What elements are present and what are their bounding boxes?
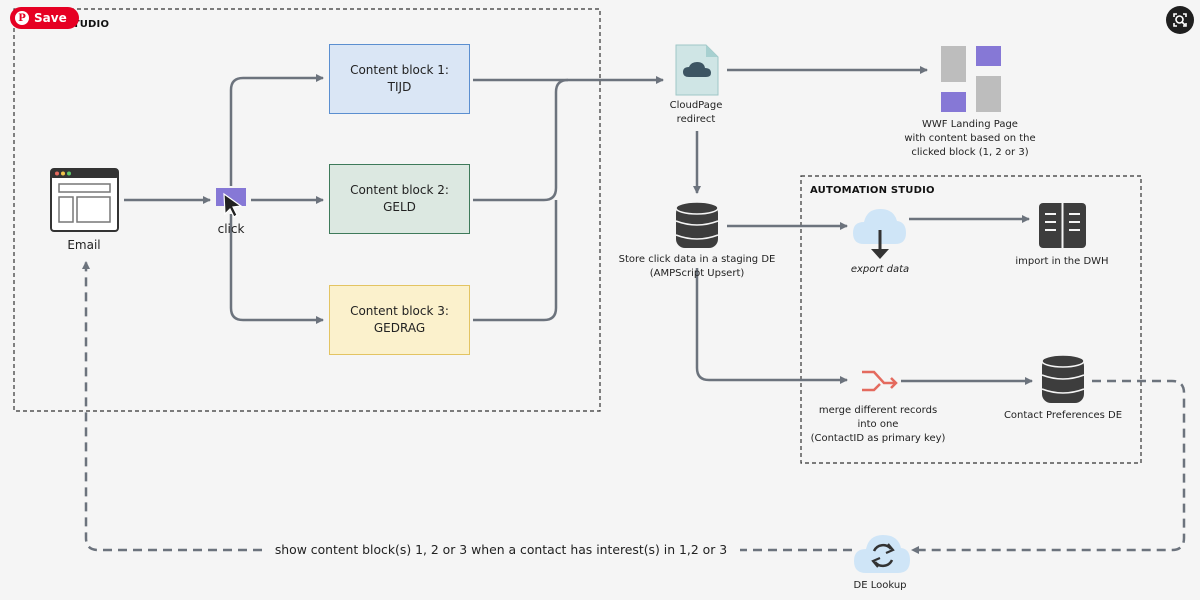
content-block-3: Content block 3: GEDRAG xyxy=(329,285,470,355)
loop-label-to-email xyxy=(82,261,262,552)
cloudpage-label-line1: CloudPage xyxy=(669,100,723,111)
content-block-2-title: Content block 2: xyxy=(350,183,449,197)
content-block-1-name: TIJD xyxy=(387,80,412,94)
lens-search-icon xyxy=(1173,13,1187,27)
email-window-icon xyxy=(50,168,119,232)
merge-label-line1: merge different records xyxy=(818,405,938,416)
refresh-icon xyxy=(854,535,910,573)
content-block-3-name: GEDRAG xyxy=(373,321,426,335)
content-block-2: Content block 2: GELD xyxy=(329,164,470,234)
lens-search-button[interactable] xyxy=(1166,6,1194,34)
landing-page-label-line1: WWF Landing Page xyxy=(922,119,1018,130)
merge-label-line3: (ContactID as primary key) xyxy=(810,433,946,444)
contact-preferences-label: Contact Preferences DE xyxy=(1003,410,1123,421)
cloud-download-icon xyxy=(853,209,906,259)
export-data-label: export data xyxy=(850,264,910,275)
staging-de-label: Store click data in a staging DE (AMPScr… xyxy=(607,253,787,281)
arrow-staging-merge xyxy=(695,268,848,384)
arrow-block2-merge xyxy=(473,78,569,202)
landing-page-label: WWF Landing Page with content based on t… xyxy=(880,118,1060,160)
pinterest-save-button[interactable]: P Save xyxy=(10,7,79,29)
merge-label: merge different records into one (Contac… xyxy=(798,404,958,446)
loop-contact-to-lookup xyxy=(911,379,1186,554)
cloudpage-label-line2: redirect xyxy=(676,114,716,125)
landing-page-label-line3: clicked block (1, 2 or 3) xyxy=(911,147,1029,158)
arrow-click-block3 xyxy=(229,214,324,324)
staging-de-label-line1: Store click data in a staging DE xyxy=(618,254,776,265)
pinterest-save-label: Save xyxy=(34,11,67,25)
click-label: click xyxy=(217,222,245,236)
content-block-3-title: Content block 3: xyxy=(350,304,449,318)
content-block-1-title: Content block 1: xyxy=(350,63,449,77)
de-lookup-label: DE Lookup xyxy=(853,580,907,591)
arrow-click-block1 xyxy=(229,74,324,186)
dwh-import-label: import in the DWH xyxy=(1015,256,1109,267)
email-studio-region xyxy=(13,8,601,412)
cursor-click-icon xyxy=(216,188,246,218)
database-icon xyxy=(675,201,719,248)
cloudpage-label: CloudPage redirect xyxy=(636,99,756,127)
pinterest-logo-icon: P xyxy=(15,11,29,25)
automation-studio-title: AUTOMATION STUDIO xyxy=(810,185,935,196)
merge-label-line2: into one xyxy=(857,419,899,430)
merge-arrow-icon xyxy=(862,370,898,392)
landing-layout-icon xyxy=(941,46,1001,112)
automation-studio-region xyxy=(800,175,1142,464)
arrow-block3-merge xyxy=(473,200,558,322)
staging-de-label-line2: (AMPScript Upsert) xyxy=(649,268,745,279)
server-icon xyxy=(1039,203,1086,248)
email-label: Email xyxy=(67,238,101,252)
loop-label: show content block(s) 1, 2 or 3 when a c… xyxy=(262,541,740,559)
content-block-2-name: GELD xyxy=(383,200,416,214)
content-block-1: Content block 1: TIJD xyxy=(329,44,470,114)
database-icon xyxy=(1041,354,1085,403)
landing-page-label-line2: with content based on the xyxy=(904,133,1036,144)
document-cloud-icon xyxy=(675,44,719,96)
